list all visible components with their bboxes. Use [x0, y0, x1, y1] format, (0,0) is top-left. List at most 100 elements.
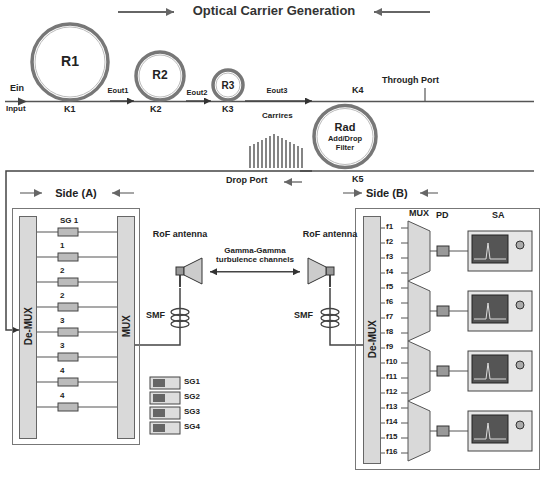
antenna-feed	[326, 267, 334, 275]
port-label: Drop Port	[226, 176, 268, 186]
carrier-line	[249, 146, 250, 168]
generator-name: SG3	[184, 408, 200, 417]
carrier-label: Carrires	[262, 112, 293, 121]
ring-inner	[35, 27, 105, 97]
connector	[6, 171, 312, 330]
generator-number: 3	[60, 317, 64, 326]
generator-screen	[153, 409, 165, 417]
mux-block-label: MUX	[121, 315, 132, 339]
modulator-symbol	[58, 278, 78, 286]
analyzer-symbol	[468, 351, 532, 391]
photodiode-symbol	[437, 306, 449, 316]
signal-line	[449, 251, 468, 252]
generator-name: SG1	[184, 378, 200, 387]
signal-line	[430, 371, 437, 372]
generator-screen	[153, 424, 165, 432]
channel-line	[401, 453, 408, 454]
signal-line	[449, 431, 468, 432]
channel-line	[401, 408, 408, 409]
channel-line	[381, 273, 385, 274]
channel-line	[401, 243, 408, 244]
photodiode-symbol	[437, 366, 449, 376]
signal-line	[430, 311, 437, 312]
modulator-symbol	[58, 328, 78, 336]
add-drop-ring: RadAdd/Drop Filter	[312, 101, 378, 172]
channel-line	[381, 228, 385, 229]
signal-line	[430, 431, 437, 432]
coupling-label: K3	[222, 105, 234, 115]
channel-line	[381, 258, 385, 259]
connector-label: Gamma-Gamma turbulence channels	[212, 247, 298, 265]
antenna-mast	[329, 275, 331, 287]
mux-symbol	[408, 341, 430, 401]
mux-symbol	[408, 281, 430, 341]
connector	[186, 100, 211, 102]
signal-line	[449, 371, 468, 372]
repeated-parts	[37, 134, 532, 461]
spectrum-trace	[474, 303, 506, 319]
vertical-text: De-MUX	[23, 307, 34, 345]
heading-arrow	[118, 11, 174, 13]
frequency-label: f9	[386, 343, 393, 352]
generator-number: 4	[60, 392, 64, 401]
diagram-title: Optical Carrier Generation	[0, 3, 548, 18]
analyzer-knob	[516, 421, 524, 429]
ring-resonator: R1	[30, 22, 110, 102]
frequency-label: f10	[386, 358, 398, 367]
channel-line	[401, 258, 408, 259]
ring-outline	[136, 52, 184, 100]
carrier-line	[253, 144, 254, 168]
device-label: SA	[492, 211, 505, 221]
mux-symbol	[408, 221, 430, 281]
generator-number: 3	[60, 342, 64, 351]
heading-arrow	[343, 192, 362, 194]
channel-line	[381, 453, 385, 454]
horn-antenna	[184, 258, 202, 284]
analyzer-screen	[472, 295, 508, 323]
connector	[330, 288, 363, 345]
ring-resonator-label: R2	[152, 69, 167, 82]
channel-line	[381, 348, 385, 349]
generator-name: SG2	[184, 393, 200, 402]
side-heading: Side (A)	[13, 187, 139, 199]
channel-line	[401, 333, 408, 334]
generator-number: 4	[60, 367, 64, 376]
coupling-label: K4	[352, 86, 364, 96]
channel-line	[401, 378, 408, 379]
spectrum-trace	[474, 243, 506, 259]
shape-outline	[404, 209, 434, 281]
ring-outline	[314, 106, 376, 168]
port-label: Input	[6, 105, 26, 114]
channel-line	[381, 243, 385, 244]
analyzer-screen	[472, 235, 508, 263]
channel-line	[381, 363, 385, 364]
heading-arrow	[420, 192, 438, 194]
channel-line	[401, 228, 408, 229]
channel-line	[401, 288, 408, 289]
spectrum-trace	[474, 423, 506, 439]
channel-line	[401, 423, 408, 424]
channel-line	[381, 408, 385, 409]
bus-waveguide	[5, 101, 534, 103]
horn-antenna	[308, 258, 326, 284]
signal-line	[449, 311, 468, 312]
channel-line	[381, 288, 385, 289]
generator-symbol	[150, 422, 180, 434]
frequency-label: f4	[386, 268, 393, 277]
signal-line	[430, 251, 437, 252]
ring-inner	[139, 55, 181, 97]
generator-symbol	[150, 377, 180, 389]
connector	[245, 100, 312, 102]
carrier-line	[281, 138, 282, 168]
carrier-line	[269, 136, 270, 168]
demux-block-label: De-MUX	[23, 307, 34, 347]
generator-number: 2	[60, 292, 64, 301]
heading-arrow	[112, 192, 134, 194]
add-drop-ring-label: Rad	[335, 121, 356, 133]
channel-line	[381, 318, 385, 319]
frequency-label: f15	[386, 433, 398, 442]
frequency-label: f1	[386, 223, 393, 232]
carrier-line	[265, 138, 266, 168]
analyzer-knob	[516, 241, 524, 249]
